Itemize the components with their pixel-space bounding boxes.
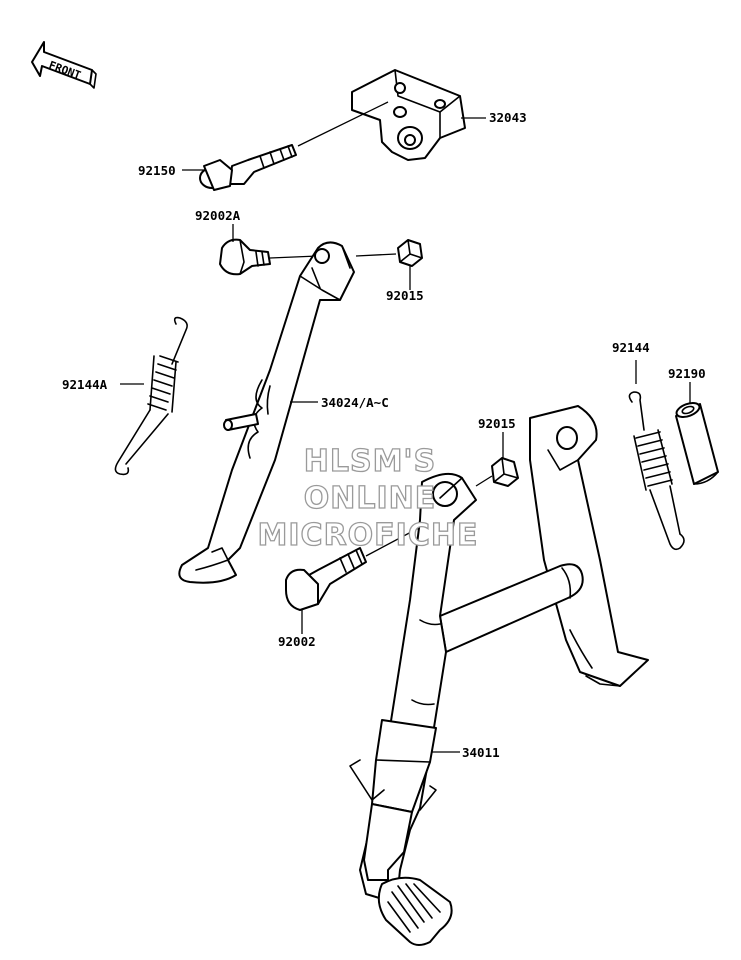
side-stand-34024 (178, 241, 355, 584)
bolt-92002a (219, 238, 271, 276)
spring-92144a (114, 316, 188, 476)
watermark-line-3: MICROFICHE (258, 518, 479, 553)
watermark: HLSM'S ONLINE MICROFICHE (257, 443, 479, 553)
label-92002a: 92002A (195, 208, 241, 223)
bolt-92002 (285, 547, 367, 611)
label-92150: 92150 (138, 163, 176, 178)
nut-92015-upper (397, 239, 423, 267)
label-92144: 92144 (612, 340, 650, 355)
label-34011: 34011 (462, 745, 500, 760)
label-34024: 34024/A~C (321, 395, 389, 410)
center-stand-34011 (349, 405, 649, 946)
watermark-line-2: ONLINE (304, 481, 437, 516)
label-92144a: 92144A (62, 377, 108, 392)
bolt-92150 (199, 144, 297, 191)
label-32043: 32043 (489, 110, 527, 125)
label-92015-lower: 92015 (478, 416, 516, 431)
front-arrow-icon: FRONT (31, 41, 97, 89)
label-92002: 92002 (278, 634, 316, 649)
watermark-line-1: HLSM'S (304, 444, 436, 479)
bracket-32043 (351, 69, 466, 161)
nut-92015-lower (491, 457, 519, 487)
label-92190: 92190 (668, 366, 706, 381)
collar-92190 (675, 402, 719, 485)
label-92015-upper: 92015 (386, 288, 424, 303)
spring-92144 (628, 391, 685, 551)
